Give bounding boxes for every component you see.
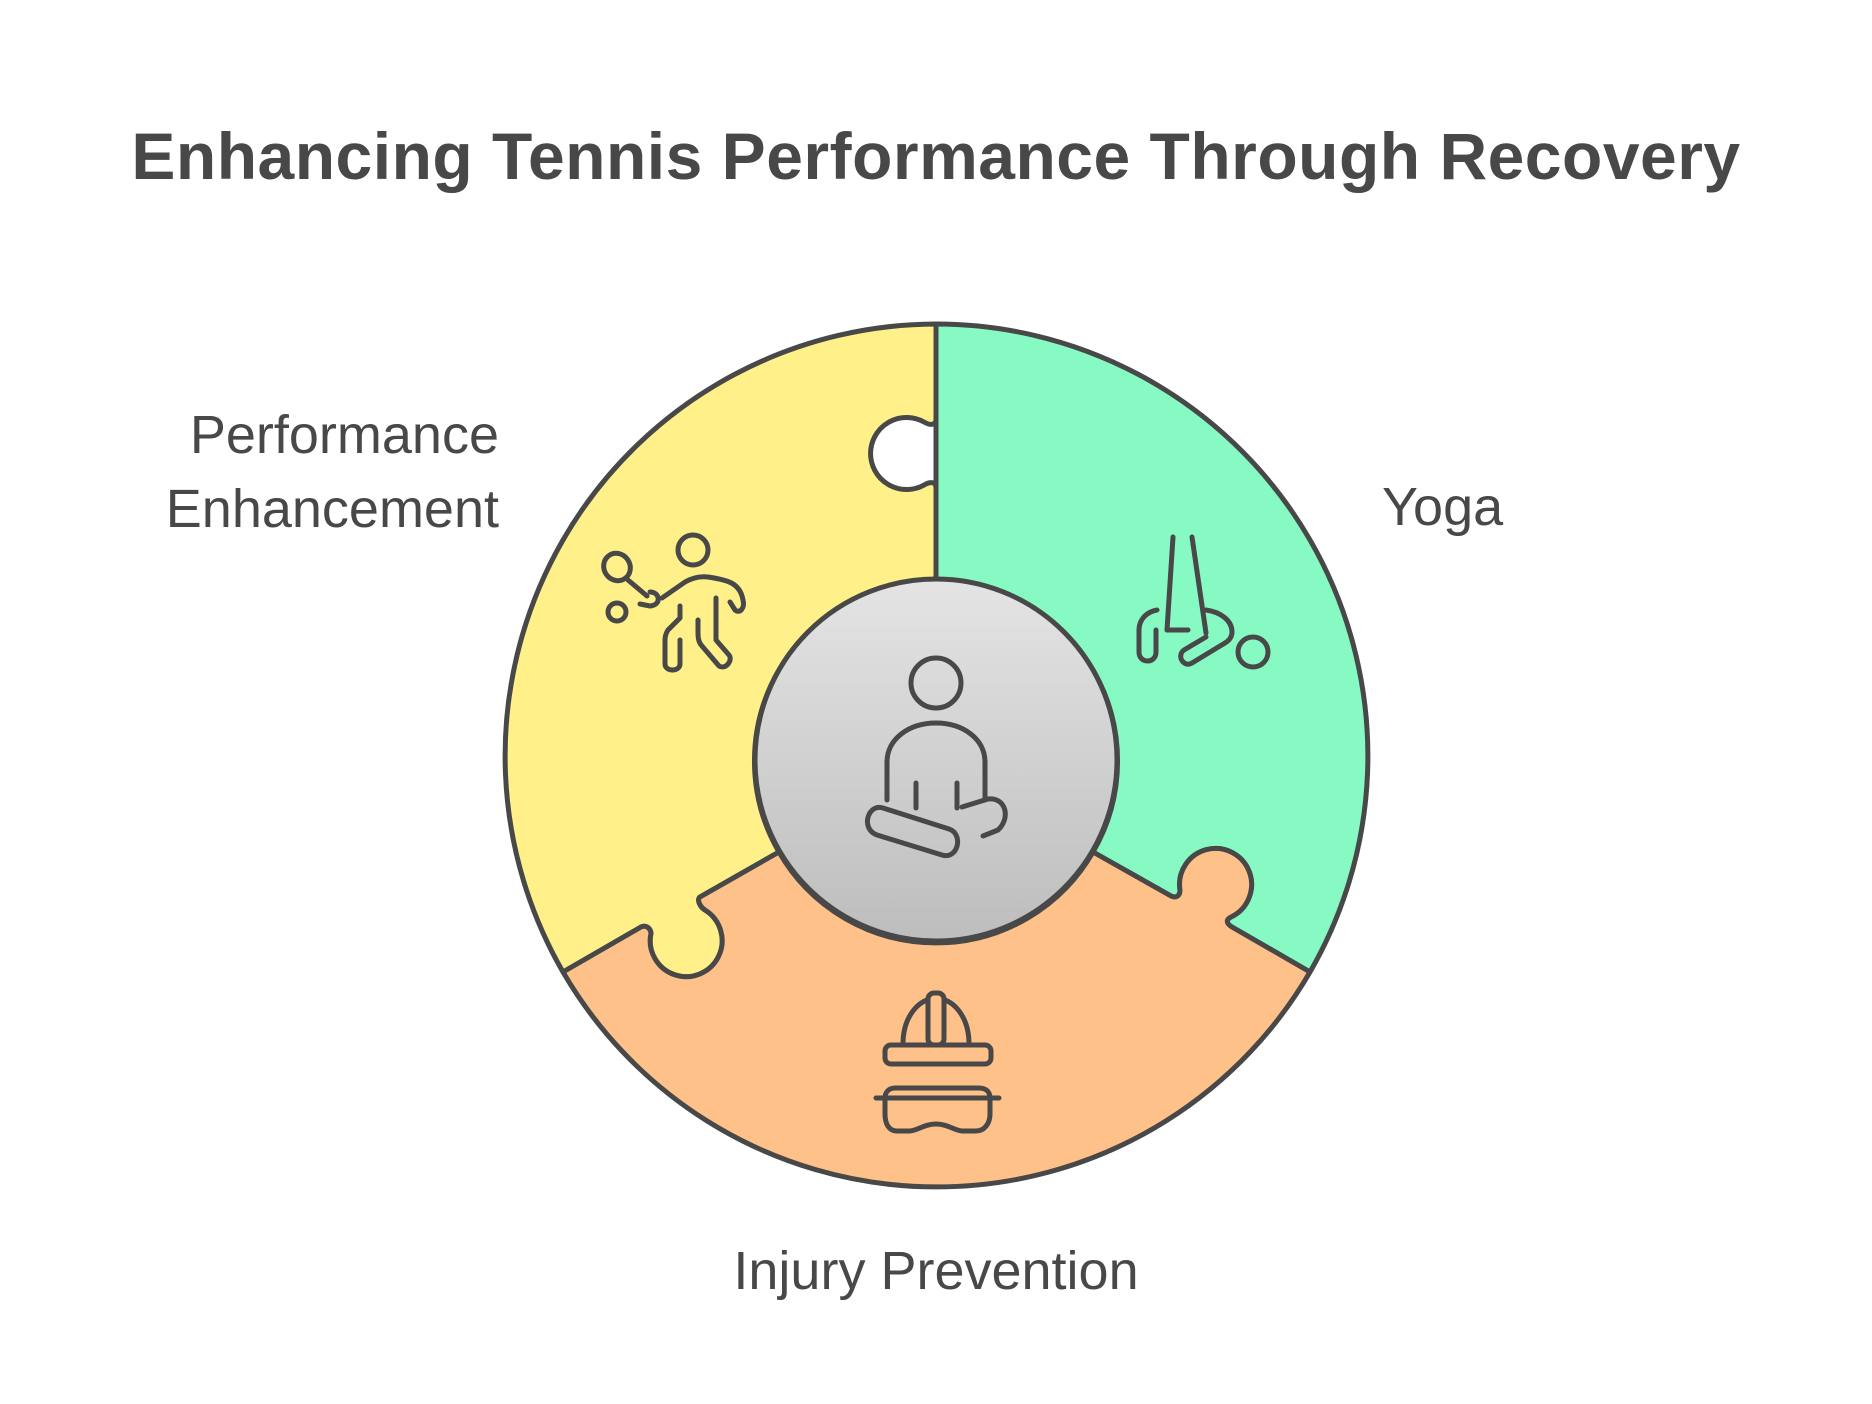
label-yoga: Yoga	[1382, 477, 1504, 537]
label-injury-prevention: Injury Prevention	[733, 1241, 1139, 1301]
meditation-icon	[864, 655, 1008, 859]
page-title: Enhancing Tennis Performance Through Rec…	[131, 119, 1741, 193]
center-circle	[752, 576, 1120, 944]
label-performance-line1: Performance	[189, 405, 499, 465]
label-performance-enhancement: Performance Enhancement	[79, 398, 499, 546]
safety-gear-icon	[873, 990, 1002, 1134]
tennis-player-icon	[601, 532, 746, 673]
yoga-pose-icon	[1136, 534, 1271, 670]
segment-injury-prevention	[560, 846, 1313, 1190]
label-performance-line2: Enhancement	[165, 479, 499, 539]
